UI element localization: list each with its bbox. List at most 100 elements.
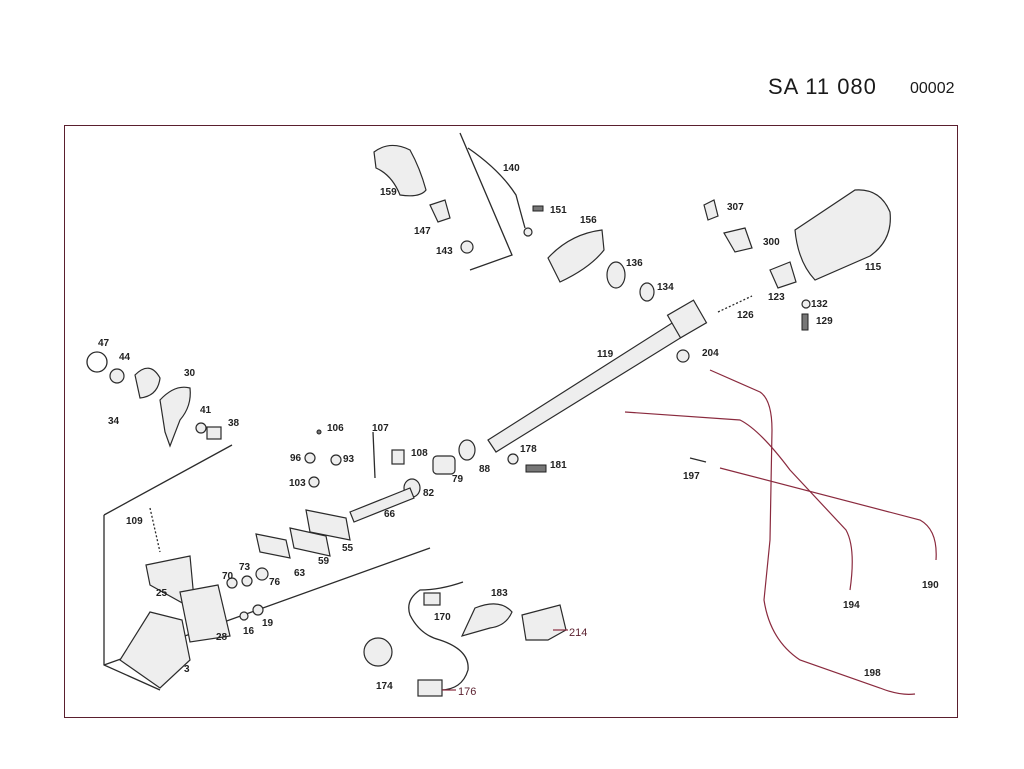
switch-part xyxy=(423,592,441,606)
screw-part xyxy=(525,464,547,473)
pin-part xyxy=(532,205,544,212)
callout-190: 190 xyxy=(922,580,939,591)
switch-part xyxy=(769,261,797,289)
callout-34: 34 xyxy=(108,416,120,427)
bushing-part xyxy=(639,282,655,302)
handle-part xyxy=(373,144,427,197)
bracket-part xyxy=(429,199,451,223)
callout-136: 136 xyxy=(626,258,643,269)
mounting-plate-part xyxy=(179,584,231,643)
bushing-part xyxy=(391,449,405,465)
callout-103: 103 xyxy=(289,478,306,489)
callout-119: 119 xyxy=(597,349,614,360)
rod-end-part xyxy=(523,227,533,237)
callout-204: 204 xyxy=(702,348,719,359)
screw-part xyxy=(801,313,809,331)
callout-44: 44 xyxy=(119,352,131,363)
callout-108: 108 xyxy=(411,448,428,459)
callout-176: 176 xyxy=(458,686,476,698)
rod-part xyxy=(467,147,526,229)
washer-part xyxy=(241,575,253,587)
callout-96: 96 xyxy=(290,453,302,464)
callout-106: 106 xyxy=(327,423,344,434)
nut-part xyxy=(308,476,320,488)
callout-129: 129 xyxy=(816,316,833,327)
callout-47: 47 xyxy=(98,338,110,349)
callout-88: 88 xyxy=(479,464,491,475)
cable-part xyxy=(719,467,937,561)
lever-plate-part xyxy=(305,509,351,541)
nut-part xyxy=(252,604,264,616)
clip-part xyxy=(547,229,605,283)
callout-156: 156 xyxy=(580,215,597,226)
callout-300: 300 xyxy=(763,237,780,248)
diagram-number: 00002 xyxy=(910,80,955,97)
cable-part xyxy=(624,411,853,591)
callout-3: 3 xyxy=(184,664,190,675)
callout-214: 214 xyxy=(569,627,587,639)
joint-part xyxy=(304,452,316,464)
fitting-part xyxy=(676,349,690,363)
connector-part xyxy=(417,679,443,697)
bushing-part xyxy=(606,261,626,289)
callout-126: 126 xyxy=(737,310,754,321)
ball-part xyxy=(316,429,322,435)
wire-part xyxy=(408,581,469,691)
callout-25: 25 xyxy=(156,588,168,599)
spring-part xyxy=(149,507,161,553)
callout-28: 28 xyxy=(216,632,228,643)
tube-head-part xyxy=(666,299,708,339)
cable-tie-part xyxy=(460,603,513,637)
nut-part xyxy=(460,240,474,254)
callout-19: 19 xyxy=(262,618,274,629)
callout-38: 38 xyxy=(228,418,240,429)
washer-part xyxy=(255,567,269,581)
callout-197: 197 xyxy=(683,471,700,482)
callout-132: 132 xyxy=(811,299,828,310)
socket-part xyxy=(363,637,393,667)
callout-41: 41 xyxy=(200,405,212,416)
callout-151: 151 xyxy=(550,205,567,216)
callout-76: 76 xyxy=(269,577,281,588)
callout-198: 198 xyxy=(864,668,881,679)
callout-82: 82 xyxy=(423,488,435,499)
bracket-part xyxy=(723,227,753,253)
housing-part xyxy=(119,611,191,689)
fitting-part xyxy=(689,457,707,463)
callout-143: 143 xyxy=(436,246,453,257)
bushing-part xyxy=(109,368,125,384)
circlip-part xyxy=(86,351,108,373)
callout-174: 174 xyxy=(376,681,393,692)
washer-part xyxy=(801,299,811,309)
lever-part xyxy=(159,386,191,448)
callout-123: 123 xyxy=(768,292,785,303)
callout-30: 30 xyxy=(184,368,196,379)
ring-part xyxy=(458,439,476,461)
callout-140: 140 xyxy=(503,163,520,174)
washer-part xyxy=(507,453,519,465)
diagram-code: SA 11 080 xyxy=(768,74,877,99)
cable-part xyxy=(709,369,916,695)
callout-107: 107 xyxy=(372,423,389,434)
callout-183: 183 xyxy=(491,588,508,599)
callout-115: 115 xyxy=(865,262,882,273)
lever-plate-part xyxy=(255,533,291,559)
callout-194: 194 xyxy=(843,600,860,611)
shaft-part xyxy=(349,487,415,523)
diagram-frame xyxy=(64,125,958,718)
callout-16: 16 xyxy=(243,626,255,637)
callout-159: 159 xyxy=(380,187,397,198)
lever-plate-part xyxy=(289,527,331,557)
joint-part xyxy=(330,454,342,466)
lever-part xyxy=(134,367,161,399)
callout-55: 55 xyxy=(342,543,354,554)
washer-part xyxy=(226,577,238,589)
inset-frame-line xyxy=(459,132,513,271)
callout-63: 63 xyxy=(294,568,306,579)
callout-181: 181 xyxy=(550,460,567,471)
callout-59: 59 xyxy=(318,556,330,567)
callout-109: 109 xyxy=(126,516,143,527)
column-cover-part xyxy=(794,189,891,281)
